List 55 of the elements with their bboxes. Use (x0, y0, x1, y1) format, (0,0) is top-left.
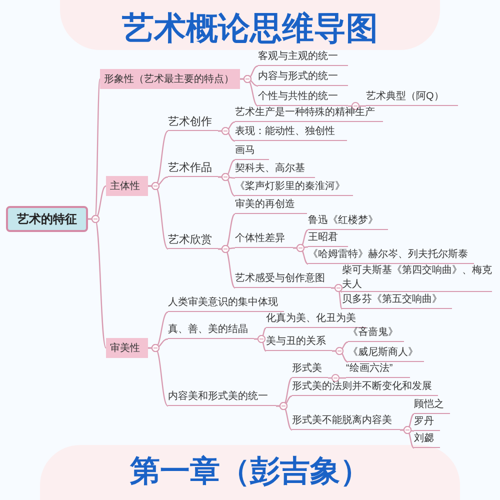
branch-connector (328, 374, 346, 382)
branch-label: 艺术典型（阿Q） (366, 90, 458, 106)
branch-label: 形式美不能脱离内容美 (292, 414, 400, 430)
branch-connector (293, 244, 308, 265)
main-branch-box: 审美性 (106, 338, 148, 358)
branch-label: “绘画六法” (346, 362, 410, 378)
branch-label: 鲁迅《红楼梦》 (308, 214, 388, 230)
branch-connector (331, 284, 343, 310)
branch-label: 柴可夫斯基《第四交响曲》、梅克夫人 (342, 264, 492, 292)
subtopic-label: 艺术创作 (168, 114, 218, 131)
branch-connector (240, 75, 258, 107)
branch-connector (218, 245, 236, 288)
branch-label: 《威尼斯商人》 (348, 346, 424, 362)
main-branch-box: 形象性（艺术最主要的特点） (100, 69, 240, 89)
branch-label: 表现：能动性、独创性 (235, 125, 347, 141)
branch-connector (88, 215, 107, 348)
branch-label: 《哈姆雷特》赫尔岑、列夫托尔斯泰 (308, 248, 474, 264)
branch-connector (400, 426, 414, 448)
branch-label: 形式美 (292, 362, 328, 378)
branch-label: 人类审美意识的集中体现 (168, 296, 284, 312)
branch-label: 内容美和形式美的统一 (168, 390, 276, 406)
branch-connector (276, 402, 292, 431)
branch-connector (348, 102, 366, 110)
subtopic-label: 艺术作品 (168, 160, 218, 177)
root-topic-box: 艺术的特征 (6, 206, 88, 232)
main-branch-box: 主体性 (106, 176, 148, 196)
branch-label: 形式美的法则并不断变化和发展 (292, 380, 438, 396)
branch-label: 个性与共性的统一 (258, 90, 348, 106)
branch-label: 个体性差异 (235, 232, 293, 248)
branch-label: 贝多芬《第五交响曲》 (342, 293, 452, 309)
branch-connector (218, 127, 236, 142)
branch-connector (254, 335, 266, 352)
subtopic-label: 艺术欣赏 (168, 232, 218, 249)
branch-connector (218, 173, 236, 197)
branch-label: 契科夫、高尔基 (235, 162, 315, 178)
branch-label: 艺术感受与创作意图 (235, 272, 331, 288)
caption: 第一章（彭吉象） (129, 454, 371, 490)
branch-label: 内容与形式的统一 (258, 70, 348, 86)
branch-label: 罗丹 (414, 415, 440, 431)
branch-label: 《桨声灯影里的秦淮河》 (235, 180, 353, 196)
branch-label: 刘勰 (414, 432, 440, 448)
branch-label: 客观与主观的统一 (258, 50, 348, 66)
branch-label: 审美的再创造 (235, 198, 307, 214)
branch-label: 美与丑的关系 (266, 335, 332, 351)
branch-label: 《吝啬鬼》 (348, 326, 404, 342)
branch-connector (332, 347, 348, 363)
branch-connector (148, 182, 168, 250)
title: 艺术概论思维导图 (121, 9, 379, 48)
branch-label: 真、善、美的结晶 (168, 323, 254, 339)
branch-connector (148, 344, 168, 406)
branch-label: 顾恺之 (414, 398, 450, 414)
branch-label: 化真为美、化丑为美 (266, 312, 366, 328)
branch-label: 画马 (235, 144, 269, 160)
branch-label: 艺术生产是一种特殊的精神生产 (235, 106, 383, 122)
branch-label: 王昭君 (308, 231, 348, 247)
